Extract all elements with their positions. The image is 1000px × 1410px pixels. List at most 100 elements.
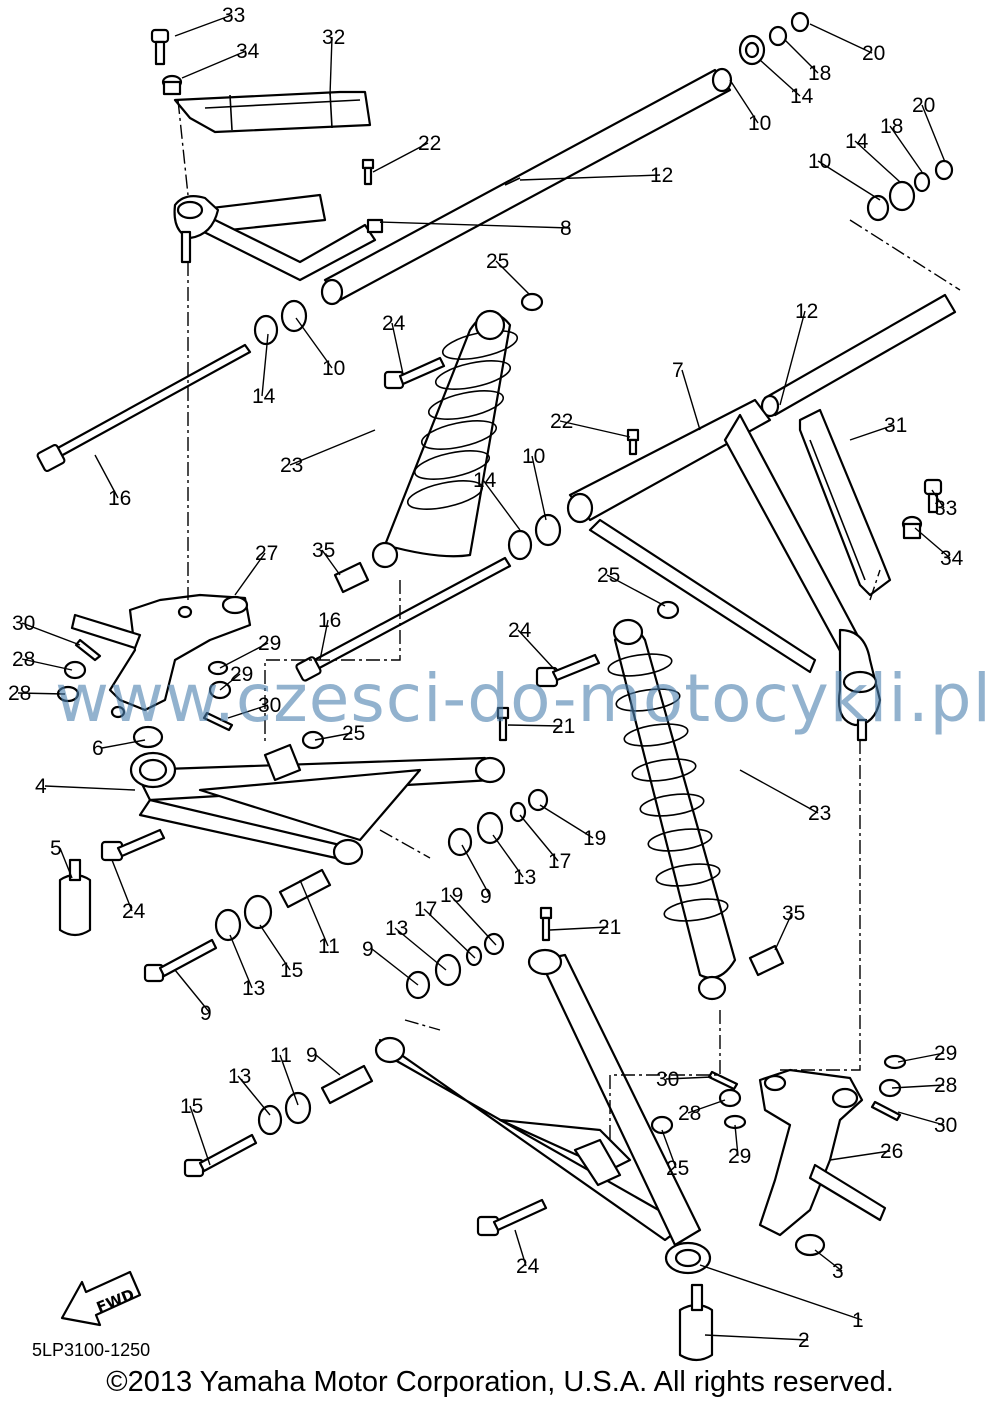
callout-26: 26 <box>880 1140 903 1163</box>
callout-6: 6 <box>92 737 104 760</box>
callout-14: 14 <box>790 85 814 108</box>
bracket-32 <box>173 90 372 134</box>
callout-9: 9 <box>200 1002 212 1025</box>
bolt-15-upper <box>143 938 218 983</box>
callout-33: 33 <box>934 497 957 520</box>
callout-leader-25 <box>314 732 353 741</box>
callout-7: 7 <box>672 359 684 382</box>
callout-leader-34 <box>914 527 951 559</box>
callout-leader-33 <box>931 489 945 509</box>
callout-leader-3 <box>814 1249 843 1272</box>
bracket-31 <box>798 408 892 597</box>
callout-24: 24 <box>382 312 406 335</box>
callout-leader-18 <box>784 39 819 74</box>
watermark-text: www.czesci-do-motocykli.pl <box>55 660 992 737</box>
callout-32: 32 <box>322 26 345 49</box>
washer-34-right <box>901 515 923 540</box>
knuckle-26 <box>758 1068 887 1237</box>
bolt-24-lower-left <box>100 828 166 862</box>
callout-17: 17 <box>414 898 437 921</box>
callout-13: 13 <box>385 917 408 940</box>
callout-14: 14 <box>252 385 276 408</box>
callout-leader-34 <box>181 50 247 79</box>
callout-leader-23 <box>289 429 376 466</box>
callout-23: 23 <box>280 454 303 477</box>
knuckle-27 <box>70 593 252 719</box>
callout-leader-10 <box>295 317 333 369</box>
shock-absorber-23-upper <box>371 309 519 569</box>
callout-34: 34 <box>236 40 260 63</box>
callout-leader-29 <box>219 642 269 669</box>
callout-leader-15 <box>259 924 291 971</box>
callout-leader-20 <box>809 23 873 54</box>
callout-14: 14 <box>845 130 869 153</box>
callout-25: 25 <box>486 250 509 273</box>
copyright-notice: ©2013 Yamaha Motor Corporation, U.S.A. A… <box>106 1366 894 1398</box>
callout-28: 28 <box>12 648 35 671</box>
callout-27: 27 <box>255 542 278 565</box>
callout-leader-29 <box>897 1052 945 1063</box>
pin-30-right <box>870 1100 902 1122</box>
callout-leader-19 <box>539 804 594 839</box>
callout-leader-14 <box>854 140 901 183</box>
callout-16: 16 <box>108 487 131 510</box>
callout-24: 24 <box>508 619 532 642</box>
callout-leader-21 <box>549 926 609 931</box>
callout-30: 30 <box>656 1068 679 1091</box>
pin-30-lower <box>707 1070 739 1091</box>
bolt-33-right <box>923 478 943 514</box>
callout-12: 12 <box>650 164 673 187</box>
callout-leader-30 <box>665 1076 713 1080</box>
nut-25-right <box>656 600 680 620</box>
callout-9: 9 <box>306 1044 318 1067</box>
callout-9: 9 <box>362 938 374 961</box>
bushing-set-top-right <box>738 11 954 222</box>
callout-leader-21 <box>507 724 563 727</box>
collar-35-upper <box>333 561 370 594</box>
callout-30: 30 <box>934 1114 957 1137</box>
callout-10: 10 <box>808 150 831 173</box>
callout-35: 35 <box>782 902 805 925</box>
callout-10: 10 <box>748 112 771 135</box>
centerlines <box>177 99 961 1140</box>
callout-leader-10 <box>817 160 881 201</box>
callout-leader-28 <box>21 658 73 671</box>
callout-11: 11 <box>270 1044 292 1067</box>
callout-25: 25 <box>342 722 365 745</box>
callout-15: 15 <box>180 1095 203 1118</box>
callout-12: 12 <box>795 300 818 323</box>
callout-leader-11 <box>279 1054 299 1106</box>
callout-leader-19 <box>449 894 497 946</box>
callout-leader-12 <box>519 174 661 181</box>
callout-20: 20 <box>862 42 885 65</box>
callout-leader-13 <box>492 834 524 878</box>
callout-leader-6 <box>101 739 146 749</box>
bushing-set-mid <box>447 788 549 857</box>
callout-leader-17 <box>519 814 559 862</box>
lower-arm-4 <box>129 743 506 866</box>
callout-leader-10 <box>729 79 759 124</box>
callout-leader-31 <box>849 424 895 441</box>
callout-31: 31 <box>884 414 907 437</box>
callout-13: 13 <box>513 866 536 889</box>
bolt-16-upper <box>36 343 252 473</box>
callout-leader-24 <box>517 629 556 671</box>
callout-8: 8 <box>560 217 572 240</box>
callout-leader-22 <box>372 142 429 173</box>
callout-29: 29 <box>934 1042 957 1065</box>
callout-leader-16 <box>319 619 329 661</box>
callout-22: 22 <box>418 132 441 155</box>
callout-leader-26 <box>829 1150 891 1161</box>
callout-leader-25 <box>661 1129 677 1169</box>
callout-leader-25 <box>606 574 666 607</box>
lower-arm-1 <box>374 948 712 1275</box>
bushing-10-14-upper-left <box>253 299 308 346</box>
washer-29-right <box>883 1054 907 1070</box>
callout-leader-30 <box>897 1111 945 1126</box>
callout-leader-15 <box>189 1105 211 1166</box>
callout-leader-7 <box>681 369 701 431</box>
callout-leader-30 <box>21 622 81 646</box>
callout-leader-14 <box>482 479 521 531</box>
callout-leader-9 <box>461 844 491 897</box>
